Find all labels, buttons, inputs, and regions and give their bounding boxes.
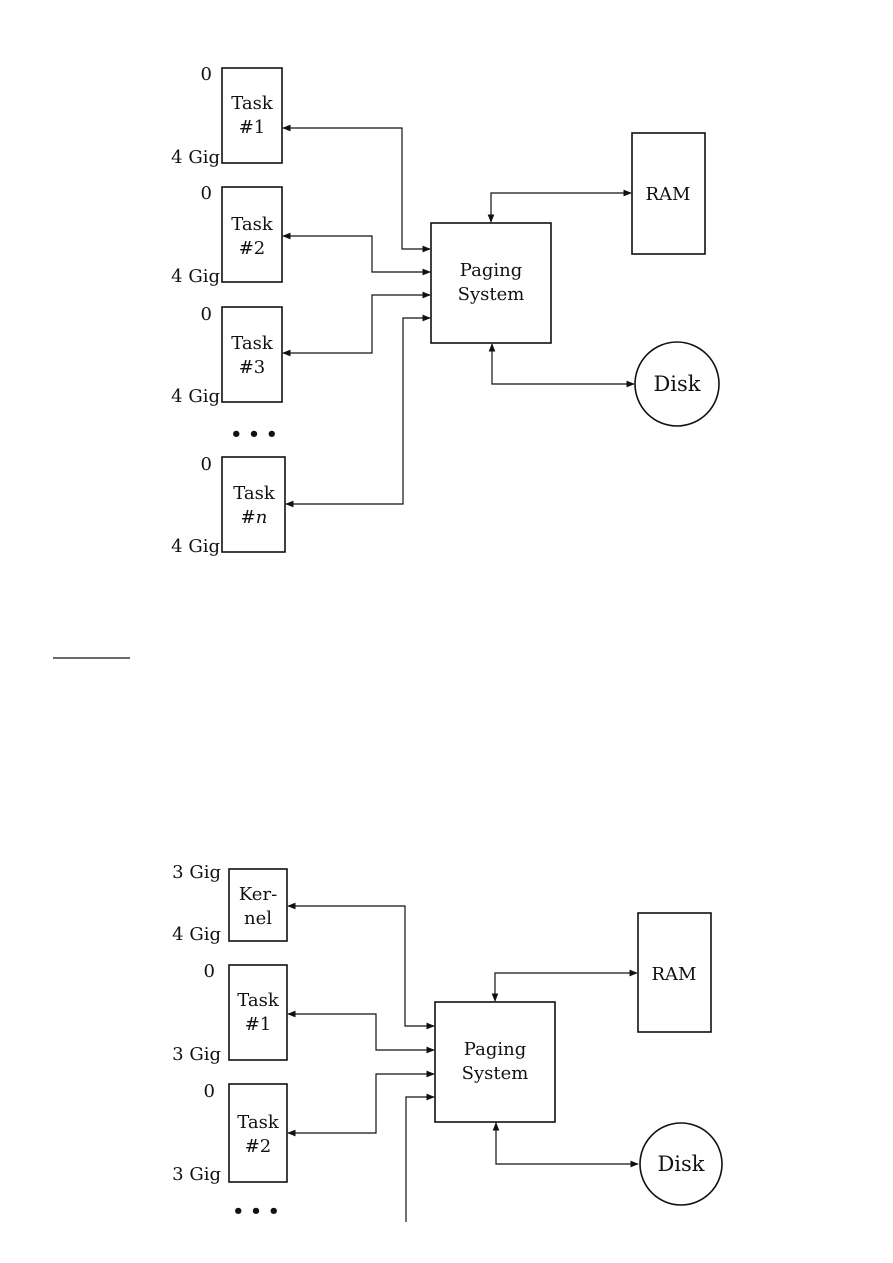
paging-system-2-line1: Paging xyxy=(464,1039,526,1060)
task-n-top-label: 0 xyxy=(201,454,212,475)
task-1-bottom-label-2: 3 Gig xyxy=(172,1044,221,1065)
task-3-top-label: 0 xyxy=(201,304,212,325)
link-task-n-paging xyxy=(285,314,431,508)
link-task-2-paging xyxy=(282,232,431,276)
ram-1: RAM xyxy=(631,132,706,255)
task-1-top-label: 0 xyxy=(201,64,212,85)
kernel-line2: nel xyxy=(244,908,272,929)
task-n-box xyxy=(221,456,286,553)
diagram-1: 0 4 Gig Task #1 0 4 Gig Task #2 0 4 Gig … xyxy=(171,64,720,557)
task-2-bottom-label: 4 Gig xyxy=(171,266,220,287)
task-2-bottom-label-2: 3 Gig xyxy=(172,1164,221,1185)
paging-system-2-box xyxy=(434,1001,556,1123)
task-1-number-2: #1 xyxy=(245,1014,272,1035)
ellipsis-2: • • • xyxy=(232,1201,279,1222)
task-3-block: 0 4 Gig Task #3 xyxy=(171,304,283,407)
paging-system-1: Paging System xyxy=(430,222,552,344)
disk-2-circle xyxy=(639,1122,723,1206)
kernel-line1: Ker- xyxy=(239,884,277,905)
ellipsis-1: • • • xyxy=(230,424,277,445)
task-2-block-2: 0 3 Gig Task #2 xyxy=(172,1081,288,1185)
kernel-top-label: 3 Gig xyxy=(172,862,221,883)
kernel-bottom-label: 4 Gig xyxy=(172,924,221,945)
disk-1-label: Disk xyxy=(653,372,700,396)
disk-1-circle xyxy=(634,341,720,427)
link-task-1-paging xyxy=(282,124,431,253)
task-n-block: 0 4 Gig Task #n xyxy=(171,454,286,557)
ram-2-box xyxy=(637,912,712,1033)
task-1-name-2: Task xyxy=(237,990,280,1011)
task-1-number: #1 xyxy=(239,117,266,138)
task-1-bottom-label: 4 Gig xyxy=(171,147,220,168)
link-task-2-paging-2 xyxy=(287,1070,435,1137)
paging-system-2-line2: System xyxy=(462,1063,529,1084)
task-3-bottom-label: 4 Gig xyxy=(171,386,220,407)
task-3-number: #3 xyxy=(239,357,266,378)
paging-system-1-box xyxy=(430,222,552,344)
task-2-box xyxy=(221,186,283,283)
link-task-3-paging xyxy=(282,291,431,357)
task-n-number: #n xyxy=(241,507,268,528)
disk-2-label: Disk xyxy=(657,1152,704,1176)
link-paging-ram-2 xyxy=(491,969,638,1002)
link-paging-disk-2 xyxy=(492,1122,639,1168)
task-1-top-label-2: 0 xyxy=(204,961,215,982)
task-3-box xyxy=(221,306,283,403)
task-2-name-2: Task xyxy=(237,1112,280,1133)
link-more-tasks-paging-2 xyxy=(405,1093,435,1222)
link-kernel-paging xyxy=(287,902,435,1030)
link-paging-disk-1 xyxy=(488,343,635,388)
task-2-number: #2 xyxy=(239,238,266,259)
task-1-block-2: 0 3 Gig Task #1 xyxy=(172,961,288,1065)
diagram-2: 3 Gig 4 Gig Ker- nel 0 3 Gig Task #1 0 3… xyxy=(172,862,723,1222)
task-2-box-2 xyxy=(228,1083,288,1183)
paging-system-1-line1: Paging xyxy=(460,260,522,281)
task-2-block: 0 4 Gig Task #2 xyxy=(171,183,283,287)
task-3-name: Task xyxy=(231,333,274,354)
disk-1: Disk xyxy=(634,341,720,427)
task-1-box xyxy=(221,67,283,164)
task-1-name: Task xyxy=(231,93,274,114)
kernel-block: 3 Gig 4 Gig Ker- nel xyxy=(172,862,288,945)
ram-2: RAM xyxy=(637,912,712,1033)
ram-2-label: RAM xyxy=(652,964,697,985)
link-task-1-paging-2 xyxy=(287,1010,435,1054)
task-1-box-2 xyxy=(228,964,288,1061)
link-paging-ram-1 xyxy=(487,189,632,223)
task-2-name: Task xyxy=(231,214,274,235)
paging-system-2: Paging System xyxy=(434,1001,556,1123)
ram-1-box xyxy=(631,132,706,255)
disk-2: Disk xyxy=(639,1122,723,1206)
task-2-top-label-2: 0 xyxy=(204,1081,215,1102)
task-n-bottom-label: 4 Gig xyxy=(171,536,220,557)
kernel-box xyxy=(228,868,288,942)
ram-1-label: RAM xyxy=(646,184,691,205)
task-2-top-label: 0 xyxy=(201,183,212,204)
task-n-name: Task xyxy=(233,483,276,504)
task-2-number-2: #2 xyxy=(245,1136,272,1157)
paging-system-1-line2: System xyxy=(458,284,525,305)
task-1-block: 0 4 Gig Task #1 xyxy=(171,64,283,168)
